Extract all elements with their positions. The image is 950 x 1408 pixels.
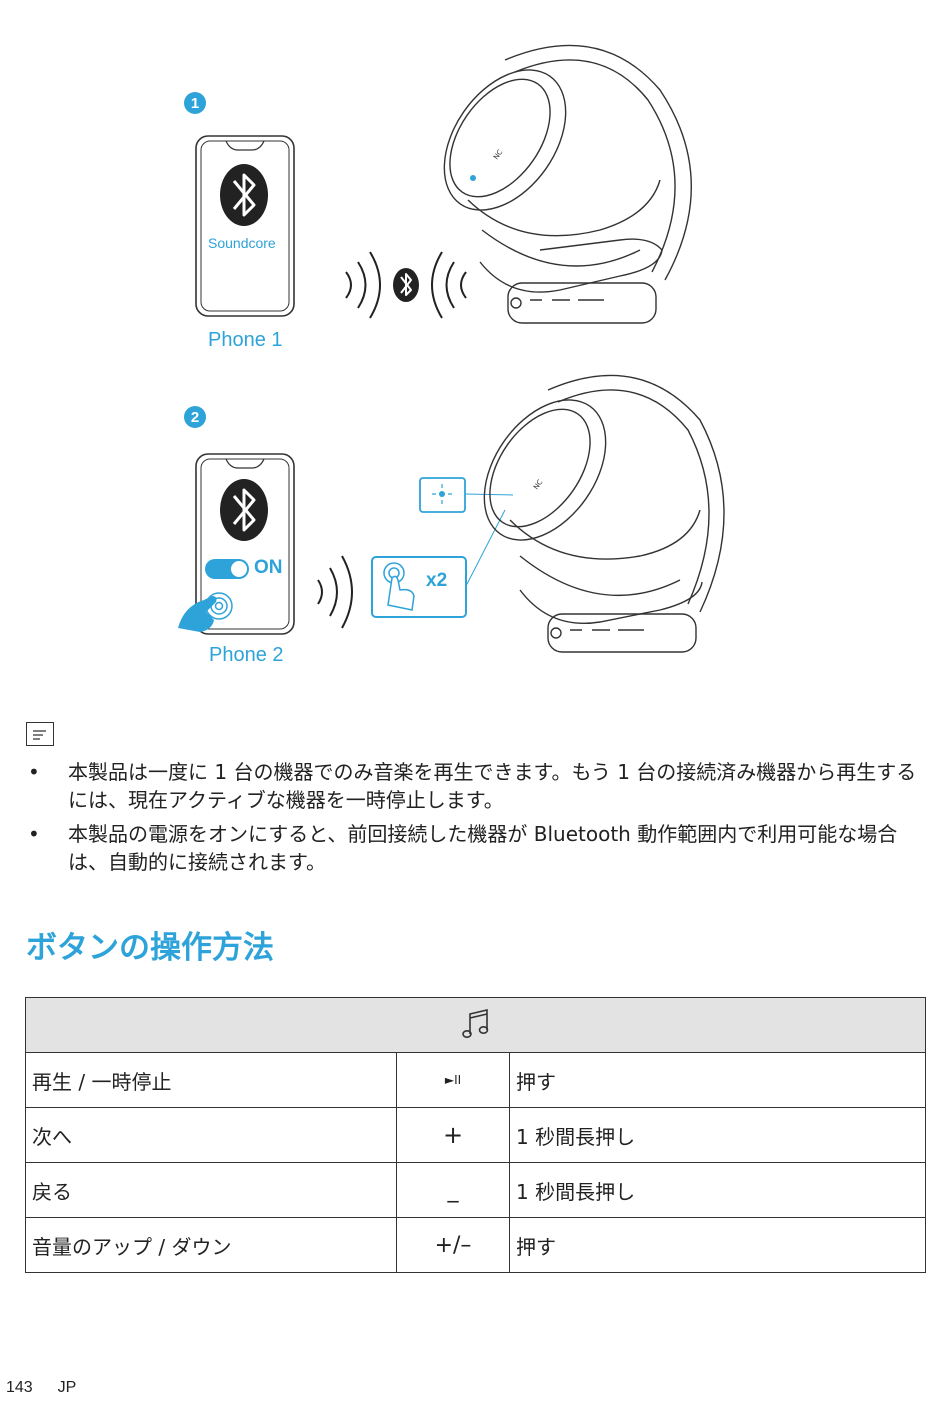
language-code: JP (58, 1379, 77, 1396)
table-row: 再生 / 一時停止 ►II 押す (26, 1053, 926, 1108)
tap-count-label: x2 (426, 570, 447, 592)
headphones-illustration (419, 45, 691, 323)
phone-1-label: Phone 1 (208, 329, 283, 352)
operation-cell: 1 秒間長押し (510, 1163, 926, 1218)
operation-cell: 押す (510, 1218, 926, 1273)
toggle-on-label: ON (254, 557, 283, 579)
action-cell: 再生 / 一時停止 (26, 1053, 397, 1108)
operation-cell: 押す (510, 1053, 926, 1108)
note-item: 本製品は一度に 1 台の機器でのみ音楽を再生できます。もう 1 台の接続済み機器… (28, 758, 933, 814)
toggle-switch-icon (205, 559, 249, 579)
music-note-icon (461, 1021, 491, 1045)
nc-label: NC (492, 148, 504, 161)
note-icon (26, 722, 54, 746)
button-cell: + (397, 1108, 510, 1163)
button-cell: _ (397, 1163, 510, 1218)
action-cell: 音量のアップ / ダウン (26, 1218, 397, 1273)
action-cell: 戻る (26, 1163, 397, 1218)
phone-2-label: Phone 2 (209, 644, 284, 667)
table-header-cell (26, 998, 926, 1053)
page-number: 143 (6, 1379, 33, 1396)
section-title: ボタンの操作方法 (26, 922, 274, 967)
hand-icon (178, 596, 217, 632)
bluetooth-icon (393, 268, 419, 302)
bluetooth-icon (220, 479, 268, 541)
table-row: 次へ + 1 秒間長押し (26, 1108, 926, 1163)
table-header-row (26, 998, 926, 1053)
table-row: 戻る _ 1 秒間長押し (26, 1163, 926, 1218)
table-row: 音量のアップ / ダウン +/– 押す (26, 1218, 926, 1273)
nc-label: NC (532, 478, 544, 491)
pairing-illustration: NC NC (0, 0, 950, 700)
signal-waves-icon (318, 556, 352, 628)
double-tap-instruction (372, 557, 466, 617)
headphones-illustration (459, 375, 724, 652)
page-footer: 143 JP (6, 1379, 76, 1397)
button-cell: +/– (397, 1218, 510, 1273)
app-name-label: Soundcore (208, 235, 276, 251)
notes-list: 本製品は一度に 1 台の機器でのみ音楽を再生できます。もう 1 台の接続済み機器… (28, 758, 933, 882)
phone-1-illustration (196, 136, 294, 316)
button-operations-table: 再生 / 一時停止 ►II 押す 次へ + 1 秒間長押し 戻る _ 1 秒間長… (25, 997, 926, 1273)
button-cell: ►II (397, 1053, 510, 1108)
action-cell: 次へ (26, 1108, 397, 1163)
note-item: 本製品の電源をオンにすると、前回接続した機器が Bluetooth 動作範囲内で… (28, 820, 933, 876)
bluetooth-icon (220, 164, 268, 226)
phone-2-illustration (178, 454, 294, 634)
operation-cell: 1 秒間長押し (510, 1108, 926, 1163)
